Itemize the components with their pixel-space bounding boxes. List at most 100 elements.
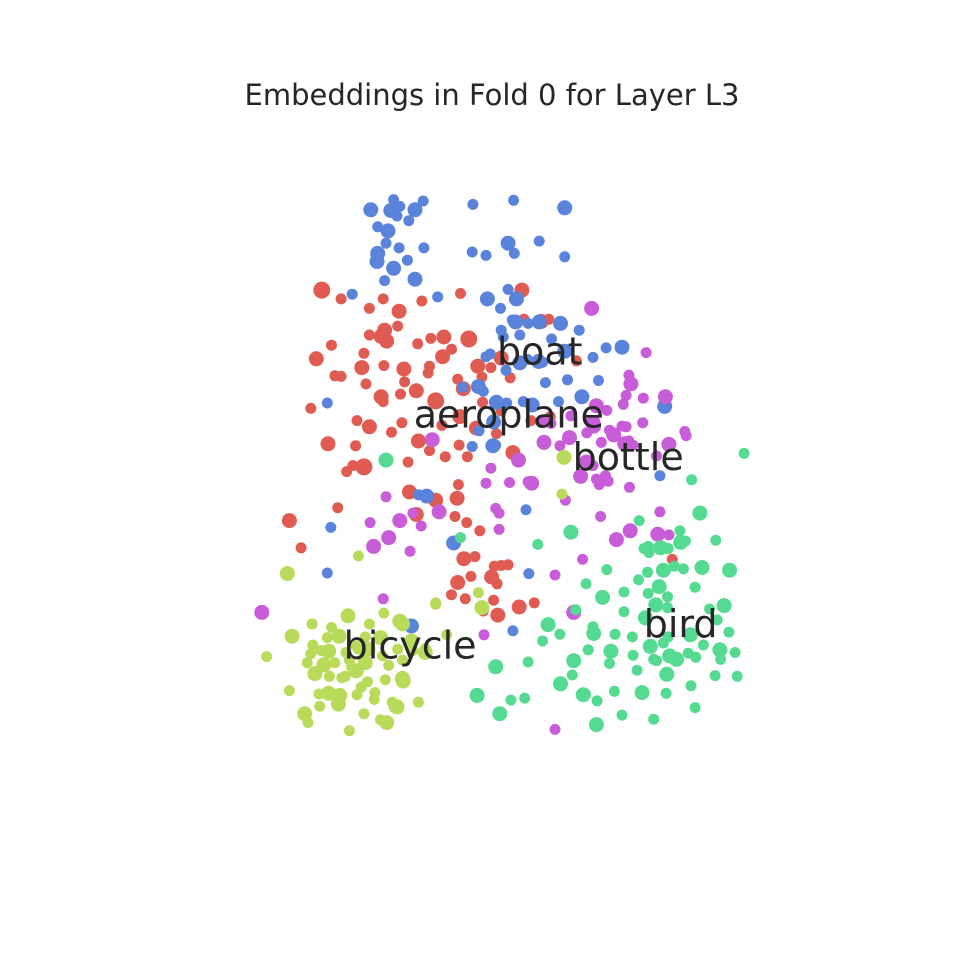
point-aeroplane-0 [313,281,331,299]
point-bird-0 [378,452,394,468]
point-boat-16 [495,302,506,314]
point-bottle-30 [573,468,589,484]
point-bottle-51 [608,532,624,548]
point-aeroplane-99 [452,409,468,425]
point-aeroplane-94 [363,302,375,314]
point-bottle-53 [654,506,666,518]
point-aeroplane-55 [347,460,359,471]
point-aeroplane-92 [335,370,347,382]
point-bottle-71 [616,420,628,432]
point-aeroplane-33 [355,458,373,476]
point-bird-30 [648,597,664,613]
point-bottle-42 [431,504,447,520]
point-boat-19 [522,317,534,329]
point-bird-29 [662,602,673,614]
cluster-label-bird: bird [644,602,718,646]
point-bird-79 [591,695,603,707]
point-bird-55 [729,647,741,658]
series-boat [321,194,673,637]
point-boat-61 [417,195,429,207]
point-bottle-15 [586,418,602,434]
point-bicycle-16 [321,632,333,644]
point-aeroplane-24 [493,350,509,366]
point-boat-68 [389,200,401,212]
point-bottle-16 [595,436,607,448]
point-bicycle-28 [419,642,431,654]
point-boat-84 [557,343,573,359]
point-boat-25 [587,351,599,363]
point-aeroplane-40 [386,426,397,438]
point-bottle-67 [493,523,505,535]
point-bicycle-35 [261,651,273,663]
point-bottle-70 [602,475,614,487]
point-boat-60 [407,202,423,218]
point-bottle-45 [392,513,408,529]
point-aeroplane-35 [332,502,344,514]
point-aeroplane-70 [446,589,457,601]
point-bicycle-43 [283,685,295,697]
point-boat-26 [593,375,604,386]
point-bird-19 [633,574,644,586]
point-boat-15 [479,291,495,307]
point-boat-72 [531,354,546,369]
point-bicycle-15 [331,628,347,644]
point-bird-89 [643,547,655,559]
point-bird-24 [651,579,667,595]
point-bird-28 [704,603,716,615]
series-aeroplane [281,281,678,623]
point-aeroplane-80 [491,578,503,590]
point-aeroplane-16 [446,343,457,355]
point-bird-2 [686,474,698,486]
point-bicycle-13 [359,631,371,643]
point-boat-46 [654,470,666,482]
point-bird-7 [679,535,691,547]
point-aeroplane-44 [461,451,473,463]
point-aeroplane-75 [281,513,297,529]
point-bird-16 [601,564,613,576]
point-boat-67 [533,235,545,247]
point-boat-5 [418,242,430,254]
point-bottle-60 [254,604,270,620]
point-bottle-24 [661,436,677,452]
point-bottle-6 [657,389,673,405]
point-boat-50 [325,521,337,533]
cluster-label-bicycle: bicycle [344,623,477,667]
point-aeroplane-31 [351,415,363,427]
point-bottle-49 [404,545,416,557]
point-aeroplane-74 [502,559,514,571]
point-bottle-47 [364,517,376,529]
point-bicycle-72 [321,685,337,701]
point-bicycle-19 [305,648,317,660]
point-boat-73 [562,374,573,386]
point-aeroplane-57 [456,551,472,567]
point-bottle-39 [424,432,440,448]
point-bottle-5 [637,392,649,404]
point-bird-33 [540,617,556,633]
point-aeroplane-77 [488,594,500,606]
point-boat-56 [432,291,444,303]
point-bicycle-49 [412,696,424,708]
point-bird-75 [469,687,485,703]
point-bird-18 [722,562,738,578]
point-aeroplane-5 [326,339,337,351]
point-boat-2 [393,242,405,254]
point-bicycle-34 [383,659,395,671]
point-bird-44 [609,628,621,640]
point-bird-56 [522,656,534,668]
point-bicycle-71 [355,681,367,693]
point-bird-76 [505,694,517,706]
point-bird-41 [657,637,669,649]
point-aeroplane-38 [335,293,347,305]
point-aeroplane-87 [436,329,452,345]
point-bird-49 [627,649,639,661]
point-bicycle-8 [441,629,453,641]
point-bird-21 [595,589,611,605]
point-aeroplane-1 [377,293,389,305]
cluster-label-bottle: bottle [573,435,684,479]
point-bird-9 [563,524,579,540]
point-boat-64 [467,198,479,210]
point-aeroplane-39 [373,389,389,405]
point-bird-78 [575,687,591,703]
point-boat-14 [559,251,571,263]
point-bird-45 [586,626,602,641]
